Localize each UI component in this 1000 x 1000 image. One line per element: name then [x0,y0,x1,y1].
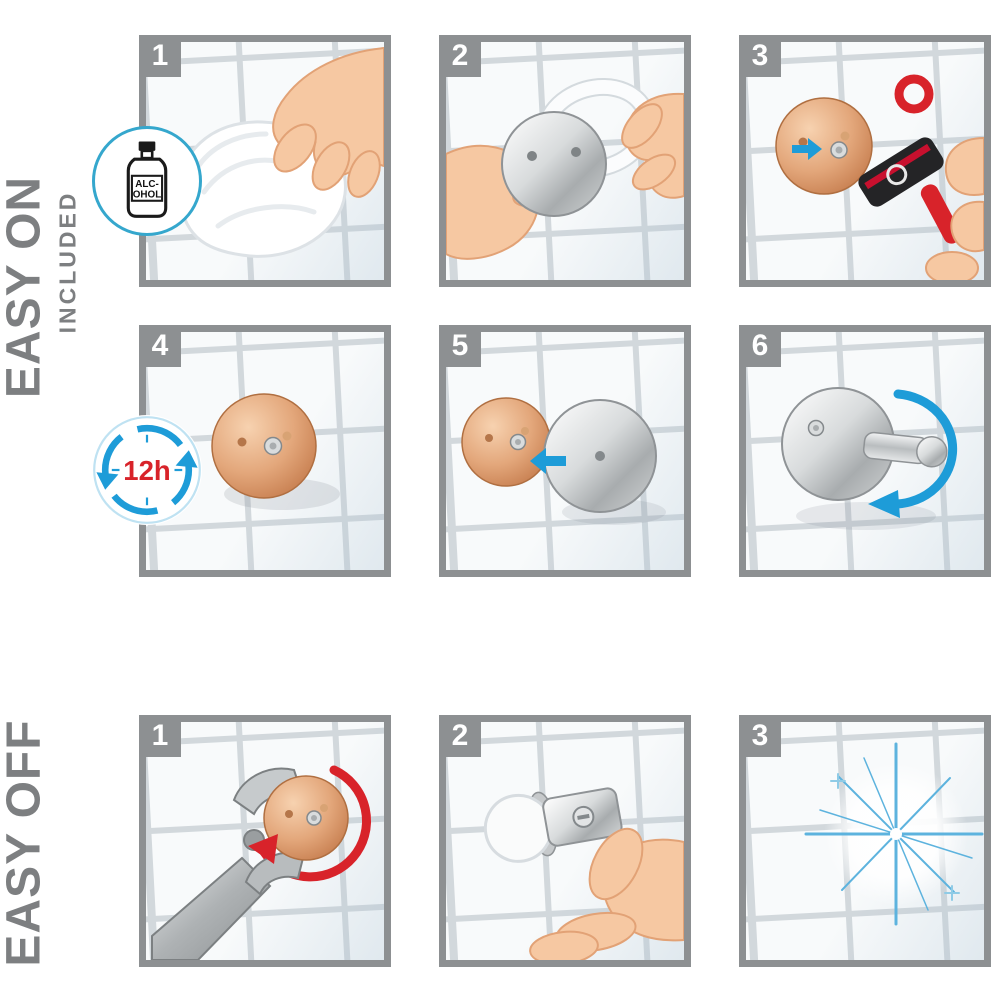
step-number-badge: 2 [439,715,481,757]
easy-on-step-2-panel: 2 [439,35,691,287]
panel-art [146,42,384,280]
step-number-badge: 3 [739,715,781,757]
blue-arrow-icon [530,448,566,474]
easy-on-step-5-panel: 5 [439,325,691,577]
easy-on-label: EASY ON [0,175,51,399]
blue-arrow-icon [792,138,822,160]
hold-removed-hook-icon [483,787,684,960]
press-plate-with-tool-icon [775,74,984,280]
step-number-badge: 3 [739,35,781,77]
easy-off-label: EASY OFF [0,719,51,967]
alcohol-bottle-icon: ALC- OHOL [126,141,168,218]
step-number-badge: 2 [439,35,481,77]
step-number-badge: 4 [139,325,181,367]
easy-on-step-6-panel: 6 [739,325,991,577]
alcohol-label-line1: ALC- [135,179,159,190]
slide-on-cover-disc-icon [461,397,666,525]
panel-art [746,332,984,570]
panel-art [146,332,384,570]
easy-on-step-1-panel: 1 [139,35,391,287]
step-number-badge: 1 [139,35,181,77]
wrench-turn-plate-icon [151,765,371,960]
rotate-arrow-icon [883,389,958,509]
step-number-badge: 1 [139,715,181,757]
clean-wall-with-cloth-icon [177,46,384,258]
panel-art [746,42,984,280]
panel-art [746,722,984,960]
twist-on-hook-icon [781,387,958,530]
panel-art [146,722,384,960]
step-number-badge: 6 [739,325,781,367]
alcohol-badge: ALC- OHOL [92,126,202,236]
sparkle-rays [804,742,984,926]
easy-on-step-3-panel: 3 [739,35,991,287]
clock-12h-icon: 12h [93,416,201,524]
alcohol-label-line2: OHOL [133,190,161,201]
wait-12h-badge: 12h [92,415,202,525]
included-label: INCLUDED [54,190,81,334]
mounted-plate-icon [211,393,340,510]
time-label: 12h [123,455,170,486]
panel-art [446,42,684,280]
plate-and-adhesive-ring-icon [446,77,684,260]
step-number-badge: 5 [439,325,481,367]
easy-off-step-2-panel: 2 [439,715,691,967]
panel-art [446,722,684,960]
easy-off-step-1-panel: 1 [139,715,391,967]
easy-off-step-3-panel: 3 [739,715,991,967]
sparkling-clean-tile-icon [804,742,984,926]
panel-art [446,332,684,570]
